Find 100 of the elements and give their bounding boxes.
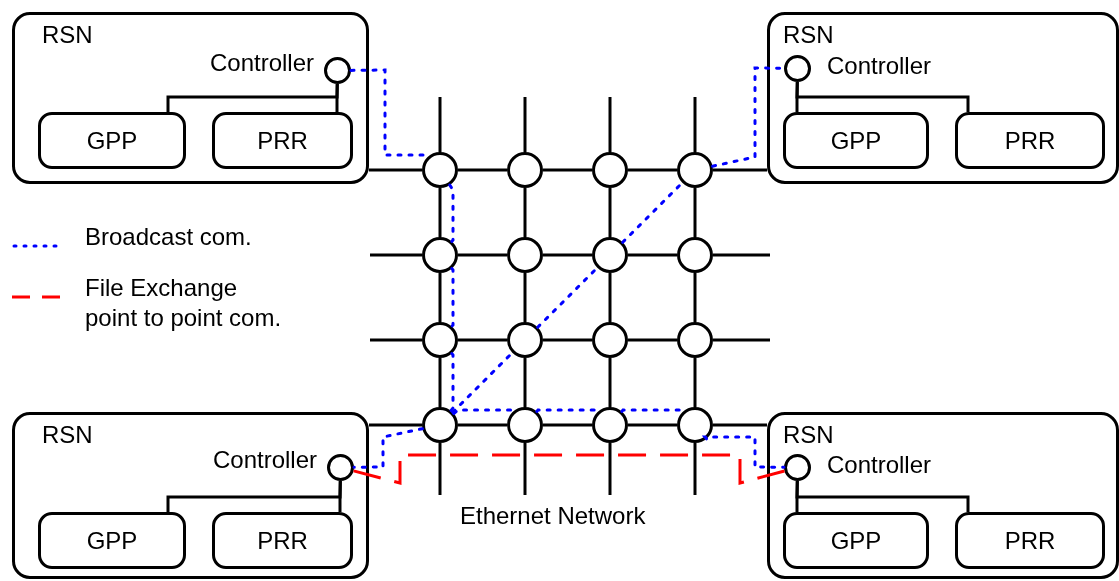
connector-line [458, 338, 507, 342]
connector-line [713, 338, 770, 342]
connector-line [458, 168, 507, 172]
network-node-circle [592, 407, 628, 443]
box-label: GPP [829, 528, 883, 553]
connector-line [458, 423, 507, 427]
connector-line [523, 188, 527, 237]
network-node-circle [677, 152, 713, 188]
dashed-path [353, 453, 785, 485]
connector-line [608, 358, 612, 407]
box-label: PRR [256, 528, 309, 553]
dotted-path [448, 183, 455, 243]
network-node-circle [422, 407, 458, 443]
rsn-box [767, 12, 1119, 184]
network-node-circle [507, 237, 543, 273]
connector-line [543, 168, 592, 172]
connector-line [693, 358, 697, 407]
box-label: PRR [1003, 128, 1057, 153]
connector-line [543, 423, 592, 427]
connector-line [335, 83, 339, 112]
network-label: Ethernet Network [460, 504, 646, 528]
connector-line [438, 443, 442, 495]
dotted-path [701, 435, 786, 469]
box-label: PRR [256, 128, 309, 153]
connector-line [458, 253, 507, 257]
network-node-circle [592, 237, 628, 273]
connector-line [795, 81, 970, 112]
network-node-circle [422, 237, 458, 273]
connector-line [628, 168, 677, 172]
dotted-path [449, 352, 455, 413]
network-node-circle [592, 152, 628, 188]
connector-line [543, 338, 592, 342]
dotted-path [621, 181, 684, 244]
network-node-circle [677, 407, 713, 443]
dotted-path [536, 266, 599, 329]
legend-text: File Exchange point to point com. [85, 273, 283, 333]
connector-line [628, 253, 677, 257]
connector-line [693, 97, 697, 152]
module-box [38, 512, 186, 569]
rsn-box [12, 412, 369, 579]
connector-line [338, 480, 342, 512]
connector-line [713, 168, 767, 172]
box-label: GPP [85, 528, 139, 553]
module-box [783, 512, 929, 569]
legend-text: Broadcast com. [85, 222, 253, 252]
network-node-circle [422, 322, 458, 358]
connector-line [628, 423, 677, 427]
connector-line [523, 273, 527, 322]
connector-line [713, 423, 767, 427]
module-box [38, 112, 186, 169]
box-title: RSN [42, 423, 93, 447]
connector-line [693, 273, 697, 322]
connector-line [608, 97, 612, 152]
controller-label: Controller [827, 453, 932, 477]
connector-line [795, 480, 970, 512]
controller-label: Controller [827, 54, 932, 78]
rsn-box [767, 412, 1119, 579]
dotted-path [352, 427, 424, 469]
box-label: GPP [85, 128, 139, 153]
network-node-circle [507, 407, 543, 443]
module-box [955, 112, 1105, 169]
connector-line [438, 273, 442, 322]
connector-line [693, 443, 697, 495]
connector-line [438, 97, 442, 152]
network-node-circle [677, 237, 713, 273]
dotted-path [451, 351, 514, 414]
connector-line [543, 253, 592, 257]
box-title: RSN [783, 423, 834, 447]
box-label: PRR [1003, 528, 1057, 553]
box-title: RSN [42, 23, 93, 47]
connector-line [438, 188, 442, 237]
connector-line [369, 168, 422, 172]
connector-line [713, 253, 770, 257]
network-node-circle [507, 152, 543, 188]
connector-line [523, 358, 527, 407]
connector-line [523, 443, 527, 495]
network-node-circle [677, 322, 713, 358]
module-box [212, 512, 353, 569]
dotted-path [452, 408, 515, 415]
box-title: RSN [783, 23, 834, 47]
box-label: GPP [829, 128, 883, 153]
network-node-circle [422, 152, 458, 188]
network-node-circle [507, 322, 543, 358]
connector-line [438, 358, 442, 407]
controller-label: Controller [212, 448, 317, 472]
connector-line [693, 188, 697, 237]
connector-line [523, 97, 527, 152]
connector-line [608, 188, 612, 237]
connector-line [369, 423, 422, 427]
connector-line [628, 338, 677, 342]
connector-line [608, 443, 612, 495]
module-box [212, 112, 353, 169]
controller-label: Controller [209, 51, 314, 75]
connector-line [370, 338, 422, 342]
network-node-circle [592, 322, 628, 358]
rsn-box [12, 12, 369, 184]
connector-line [370, 253, 422, 257]
dotted-path [450, 267, 455, 328]
module-box [783, 112, 929, 169]
connector-line [608, 273, 612, 322]
